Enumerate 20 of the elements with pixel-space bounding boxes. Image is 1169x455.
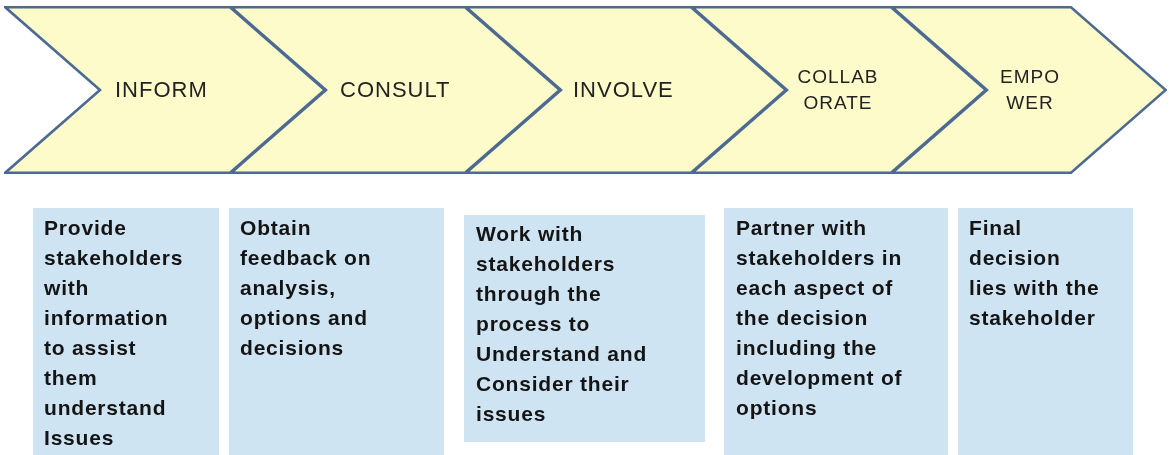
description-text: Obtain feedback on analysis, options and decisions: [240, 215, 373, 361]
step-label: COLLAB ORATE: [796, 65, 880, 115]
description-panel: [229, 208, 444, 455]
description-text: Provide stakeholders with information to assist them understand Issues: [44, 215, 185, 451]
chevron-step: [230, 6, 561, 174]
step-label: EMPO WER: [999, 65, 1061, 115]
description-panel: [958, 208, 1133, 455]
step-label: INVOLVE: [573, 77, 674, 103]
chevron-step: [891, 6, 1167, 174]
description-panel: [33, 208, 219, 455]
chevron-step: [691, 6, 987, 174]
chevron-step: [465, 6, 787, 174]
description-text: Work with stakeholders through the process to Understand and Consider their issues: [476, 221, 649, 427]
description-text: Final decision lies with the stakeholder: [969, 215, 1101, 331]
description-panel: [464, 215, 705, 442]
description-text: Partner with stakeholders in each aspect of the decision including the development of options: [736, 215, 904, 421]
description-panel: [724, 208, 948, 455]
chevron-step: [4, 6, 326, 174]
step-label: INFORM: [115, 77, 208, 103]
step-label: CONSULT: [340, 77, 451, 103]
